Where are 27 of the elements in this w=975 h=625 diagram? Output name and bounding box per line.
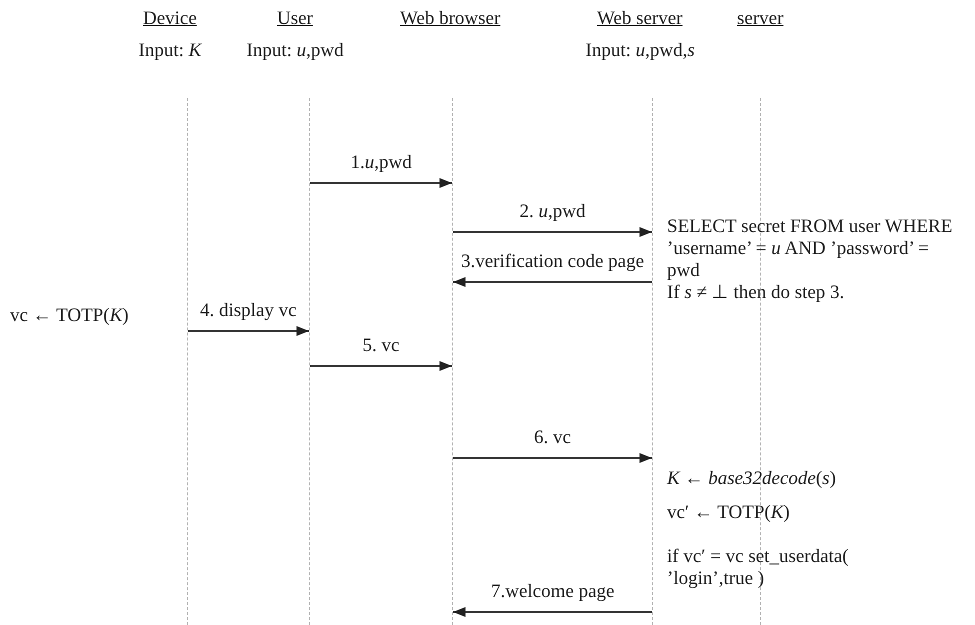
edge-label: 7.welcome page <box>491 581 614 603</box>
note-text: vc′ ← TOTP(K) <box>667 502 790 524</box>
edge-label: 1.u,pwd <box>350 152 412 174</box>
arrow <box>453 226 652 238</box>
arrow <box>310 178 452 188</box>
arrow <box>188 326 309 336</box>
participant-heading: Web browser <box>400 8 500 30</box>
input-note: Input: K <box>138 40 202 62</box>
note-text: K ← base32decode(s) <box>667 468 836 490</box>
arrow <box>453 606 652 618</box>
note-text: vc ← TOTP(K) <box>10 305 129 327</box>
arrow <box>453 276 652 288</box>
participant-heading: Web server <box>597 8 683 30</box>
arrow <box>310 360 452 372</box>
edge-label: 4. display vc <box>200 300 297 322</box>
arrow <box>453 452 652 464</box>
input-note: Input: u,pwd <box>246 40 344 62</box>
participant-heading: Device <box>143 8 197 30</box>
note-text: If s ≠ ⊥ then do step 3. <box>667 282 844 304</box>
input-note: Input: u,pwd,s <box>586 40 695 62</box>
edge-label: 5. vc <box>362 335 400 357</box>
edge-label: 6. vc <box>534 427 571 449</box>
edge-label: 3.verification code page <box>461 251 644 273</box>
participant-heading: User <box>277 8 313 30</box>
note-text: if vc′ = vc set_userdata( ’login’,true ) <box>667 546 850 590</box>
edge-label: 2. u,pwd <box>520 201 586 223</box>
participant-heading: server <box>737 8 784 30</box>
